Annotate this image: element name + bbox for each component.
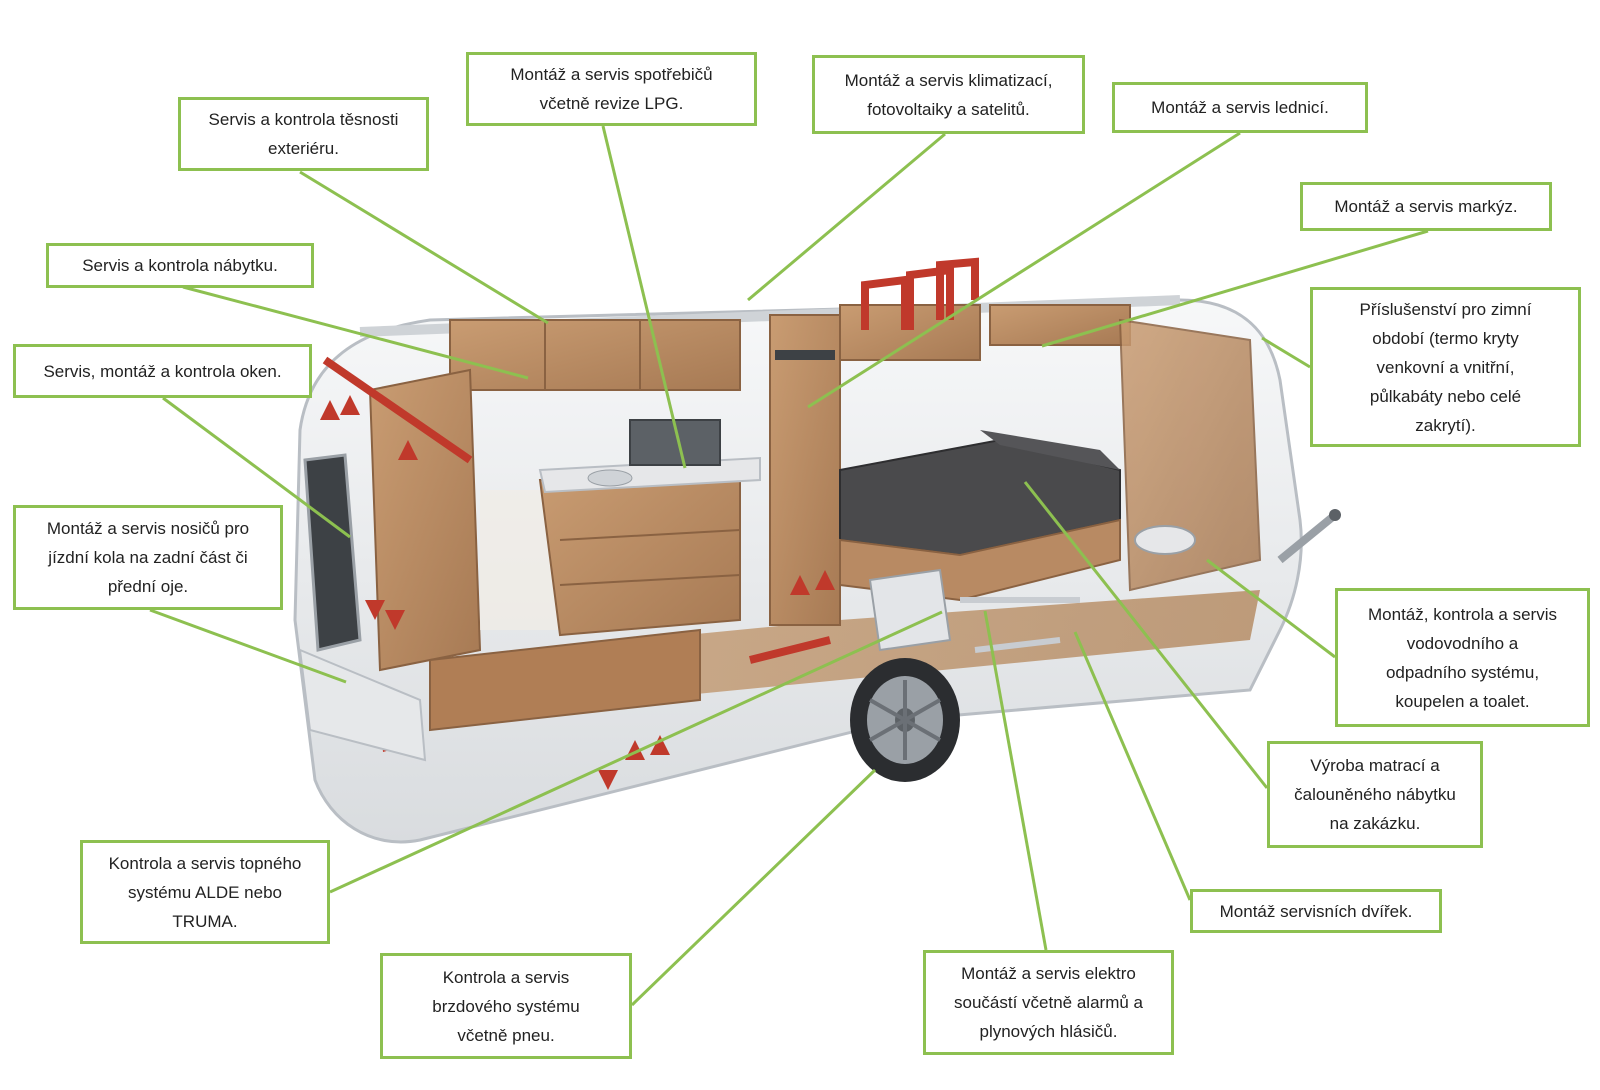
leader-refrigerators <box>807 131 1241 409</box>
leader-service-doors <box>1073 631 1192 901</box>
drawbar <box>1277 509 1341 564</box>
wheel <box>850 658 960 782</box>
leader-winter-accessories <box>1261 336 1311 369</box>
leader-bike-carriers <box>149 608 347 684</box>
leader-appliances <box>601 125 687 469</box>
kitchen-block <box>538 419 761 637</box>
callout-mattresses: Výroba matrací a čalouněného nábytku na … <box>1267 741 1483 848</box>
wardrobe-column <box>769 314 841 626</box>
heating-pipes <box>322 257 979 664</box>
leader-lines <box>149 125 1429 1007</box>
heater-unit <box>868 568 1080 653</box>
callout-winter-accessories: Příslušenství pro zimní období (termo kr… <box>1310 287 1581 447</box>
leader-mattresses <box>1023 481 1269 789</box>
bathroom <box>1118 318 1262 592</box>
callout-windows: Servis, montáž a kontrola oken. <box>13 344 312 398</box>
callout-electrical: Montáž a servis elektro součástí včetně … <box>923 950 1174 1055</box>
leader-brakes <box>630 768 877 1007</box>
callout-air-conditioning: Montáž a servis klimatizací, fotovoltaik… <box>812 55 1085 134</box>
callout-refrigerators: Montáž a servis lednicí. <box>1112 82 1368 133</box>
callout-awnings: Montáž a servis markýz. <box>1300 182 1552 231</box>
leader-electrical <box>983 610 1048 951</box>
leader-windows <box>162 396 351 539</box>
leader-awnings <box>1041 229 1429 348</box>
callout-furniture: Servis a kontrola nábytku. <box>46 243 314 288</box>
callout-water-system: Montáž, kontrola a servis vodovodního a … <box>1335 588 1590 727</box>
leader-air-conditioning <box>747 132 946 302</box>
leader-exterior-seal <box>299 170 549 325</box>
leader-water-system <box>1206 558 1336 659</box>
rear-window <box>303 453 362 652</box>
callout-appliances: Montáž a servis spotřebičů včetně revize… <box>466 52 757 126</box>
callout-exterior-seal: Servis a kontrola těsnosti exteriéru. <box>178 97 429 171</box>
leader-heating <box>329 610 943 894</box>
callout-service-doors: Montáž servisních dvířek. <box>1190 889 1442 933</box>
callout-heating: Kontrola a servis topného systému ALDE n… <box>80 840 330 944</box>
callout-bike-carriers: Montáž a servis nosičů pro jízdní kola n… <box>13 505 283 610</box>
leader-furniture <box>182 285 529 380</box>
callout-brakes: Kontrola a servis brzdového systému včet… <box>380 953 632 1059</box>
